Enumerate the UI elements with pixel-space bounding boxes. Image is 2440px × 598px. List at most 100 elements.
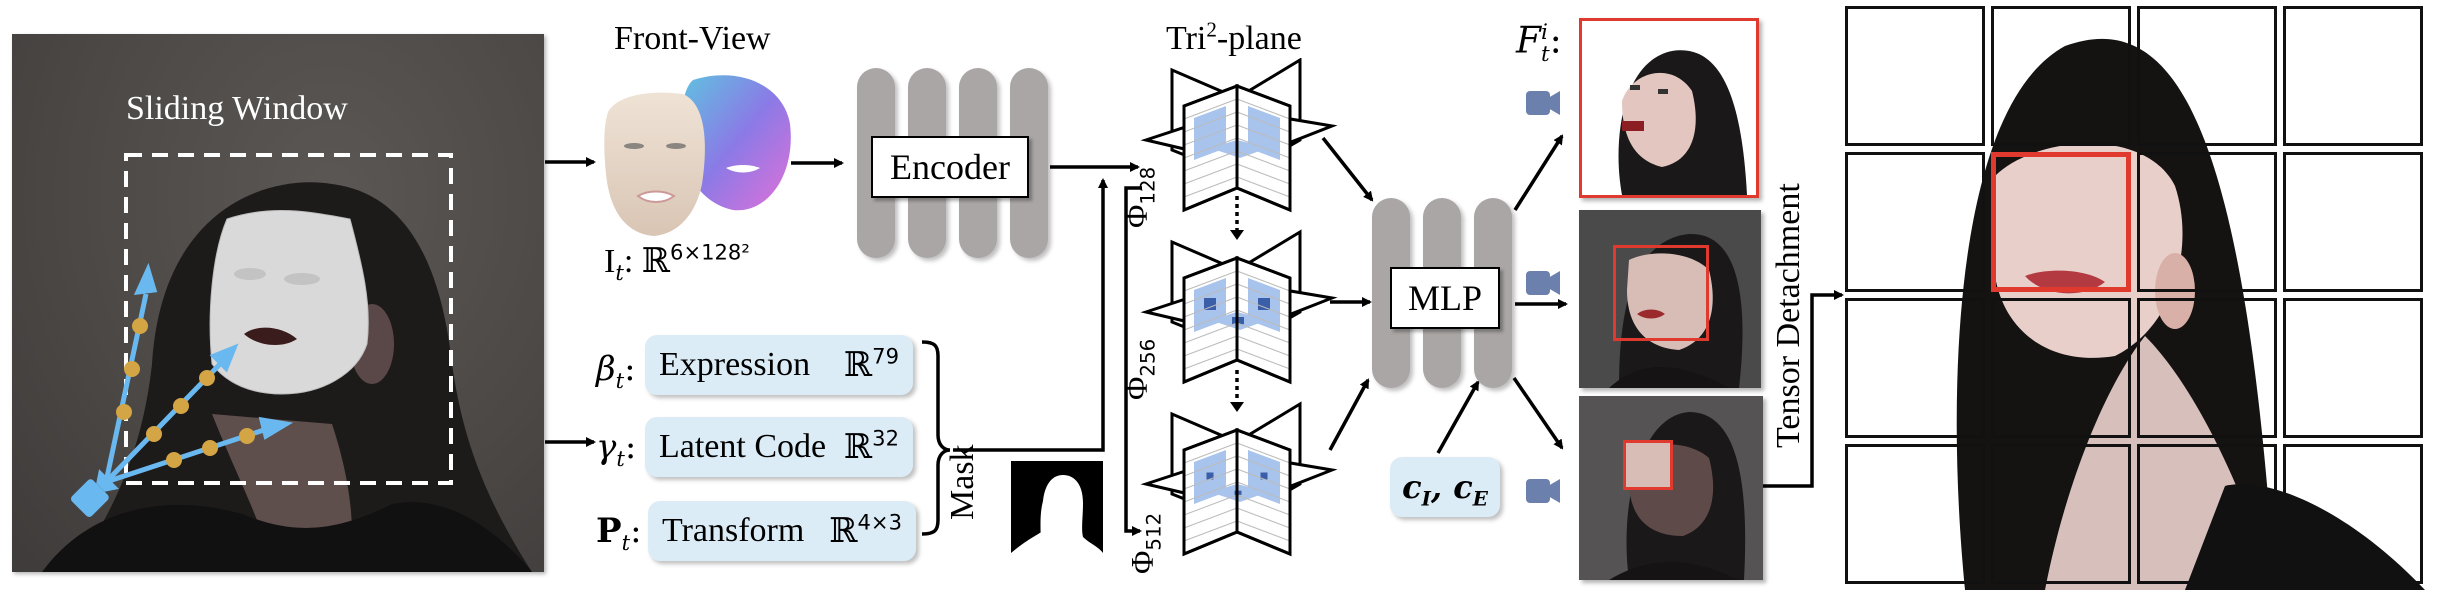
normal-face-mouth [726,165,760,173]
grid-tile [2283,6,2423,146]
grid-tile [2283,152,2423,292]
grid-tile [2283,298,2423,438]
arrow-conditions-to-mlp [1436,380,1480,454]
arrow-tri512-to-mlp [1328,378,1370,451]
grid-tile [1845,444,1985,584]
conditions-text: cI, cE [1402,468,1488,508]
separator: , [1430,468,1454,506]
face-eye [624,143,644,149]
grid-tile [1845,298,1985,438]
mask-image [1011,461,1103,553]
focus-window [1623,440,1673,490]
rgb-face [604,92,705,236]
title-rest: -plane [1216,20,1302,57]
sub-t: t [616,445,625,471]
arrow-tri128-to-mlp [1321,136,1374,202]
latent-code-symbol: γt: [596,427,636,469]
face-eye [666,143,686,149]
render-portrait [1609,233,1743,388]
keypoints [116,318,255,468]
c-symbol: c [1453,468,1473,506]
phi-symbol: Φ [1124,550,1160,574]
triplane-level-3 [1140,401,1338,557]
level-resolution: 512 [1142,512,1166,551]
latent-code-box: Latent Code ℝ32 [645,417,913,477]
space-symbol: ℝ [641,243,671,280]
grid-tile [2137,444,2277,584]
tensor-detachment-label: Tensor Detachment [1770,183,1807,448]
colon: : [623,243,642,280]
colon: : [630,511,642,551]
grid-tile [2137,298,2277,438]
camera-icon [1526,479,1560,503]
transform-symbol: Pt: [596,511,642,553]
expression-dims: ℝ79 [844,345,899,385]
camera-icon [1526,271,1560,295]
dims: 79 [872,343,899,369]
grid-tile-highlighted [1991,152,2131,292]
colon: : [1549,20,1562,62]
dims: 4×3 [857,509,902,535]
expression-label: Expression [659,346,811,383]
detached-tile-grid [1845,6,2425,590]
face-mesh-overlay [209,209,369,395]
transform-dims: ℝ4×3 [829,511,902,551]
expression-box: Expression ℝ79 [645,335,913,395]
beta-symbol: β [596,349,616,389]
triplane-title: Tri2-plane [1166,19,1302,57]
grid-tile [1991,6,2131,146]
f-symbol: F [1516,20,1541,62]
shirt-shape [42,502,532,572]
triplane-level-2 [1140,229,1338,385]
camera-icon [1526,91,1560,115]
level-resolution: 256 [1136,338,1160,377]
arrow-level-skip [1124,186,1142,536]
grid-tile [2137,152,2277,292]
c-symbol: c [1402,468,1422,506]
mlp-label: MLP [1390,267,1500,329]
grid-tile [1991,298,2131,438]
mesh-mouth [244,327,297,346]
arrow-features-to-triplane [953,178,1108,452]
face-mouth [636,190,676,203]
triplane-stack [1140,58,1338,557]
dotted-arrowhead [1230,230,1244,240]
c-sub-expression: E [1472,486,1488,511]
space-symbol: ℝ [843,429,873,466]
level-resolution: 128 [1136,166,1160,205]
normal-map-face [679,75,791,211]
render-level-512 [1579,396,1763,580]
title-tri: Tri [1166,20,1207,57]
f-sub: t [1540,41,1550,67]
sliding-window-label: Sliding Window [126,90,348,127]
mesh-eye [234,268,266,280]
grid-tile [1845,6,1985,146]
dotted-arrowhead [1230,402,1244,412]
render-level-128 [1579,18,1759,198]
latent-code-label: Latent Code [659,428,827,465]
sub-t: t [621,529,631,555]
symbol-sub: t [615,259,624,285]
space-symbol: ℝ [829,513,858,550]
title-sup: 2 [1206,17,1217,42]
encoder-label: Encoder [871,136,1029,198]
gamma-symbol: γ [596,427,617,467]
level-label-256: Φ256 [1118,339,1159,400]
features-bracket [921,340,951,536]
level-label-512: Φ512 [1124,513,1165,574]
grid-tile [1991,444,2131,584]
p-symbol: P [596,511,622,551]
phi-symbol: Φ [1118,204,1154,228]
grid-tile [2283,444,2423,584]
triplane-level-1 [1140,58,1338,213]
mask-silhouette [1011,475,1103,553]
expression-symbol: βt: [596,349,636,391]
camera-icon [71,469,119,517]
mask-label: Mask [944,444,981,520]
arrow-mlp-to-output-1 [1513,134,1564,211]
phi-symbol: Φ [1118,376,1154,400]
level-label-128: Φ128 [1118,167,1159,228]
front-view-faces [604,75,791,236]
